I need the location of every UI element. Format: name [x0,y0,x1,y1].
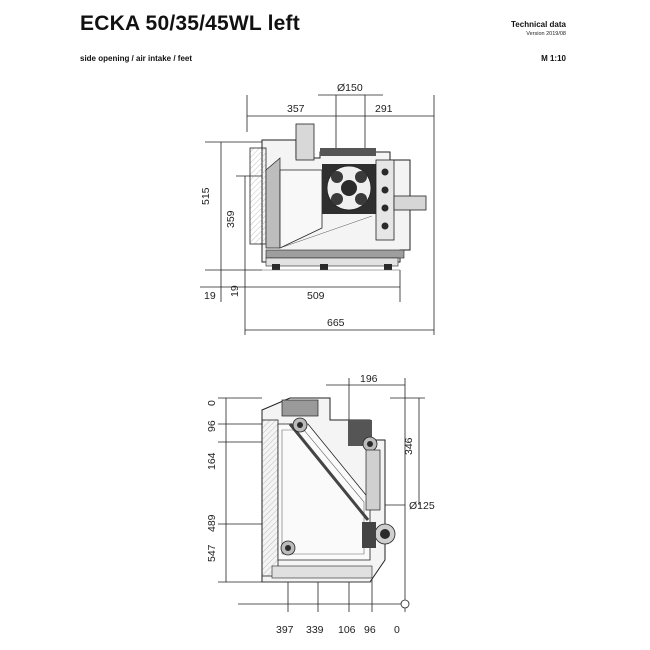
dim-397: 397 [276,624,294,636]
air-intake-center [341,180,357,196]
dim-196: 196 [360,373,378,385]
glass-panel [288,423,370,521]
dim-515: 515 [200,187,212,205]
side-wall [249,147,267,245]
top-base-plate [271,565,373,579]
control-knob [381,168,389,176]
air-intake-port [355,171,367,183]
top-air-port-center [297,422,303,428]
dim-357: 357 [287,103,305,115]
foot [384,264,392,270]
top-air-intake-center [380,529,390,539]
air-intake-port [331,193,343,205]
dim-339: 339 [306,624,324,636]
dim-96-bottom: 96 [364,624,376,636]
dim-106: 106 [338,624,356,636]
control-knob [381,186,389,194]
page-title: ECKA 50/35/45WL left [80,12,300,35]
top-foot-center [285,545,291,551]
side-view: 357 291 Ø150 515 359 19 19 509 665 [200,82,435,335]
dim-346: 346 [403,437,415,455]
base-frame [265,249,405,259]
air-intake-port [355,193,367,205]
control-knob [381,222,389,230]
origin-marker [400,599,410,609]
glass-frame [265,157,281,249]
dim-291: 291 [375,103,393,115]
top-intake-housing [362,522,376,548]
dim-359: 359 [225,210,237,228]
version-label: Version 2019/08 [526,31,566,37]
page-subtitle: side opening / air intake / feet [80,54,193,63]
technical-data-label: Technical data [511,20,566,29]
foot [272,264,280,270]
dim-diameter-150: Ø150 [337,82,363,94]
foot [320,264,328,270]
feet-rail [265,257,399,267]
scale-label: M 1:10 [541,54,566,63]
top-flue-collar [281,399,319,417]
control-knob [381,204,389,212]
firebox [279,169,323,249]
top-side-wall [261,419,279,577]
baffle-line [279,215,373,249]
flue-collar [295,123,315,161]
dim-164-left: 164 [206,452,218,470]
dim-diameter-125: Ø125 [409,500,435,512]
dim-547-left: 547 [206,544,218,562]
top-air-port-center [367,441,373,447]
dim-0-left: 0 [206,400,218,406]
dim-19-left: 19 [204,290,216,302]
dim-489-left: 489 [206,514,218,532]
air-duct [393,195,427,211]
flue-top [320,148,376,156]
dim-0-bottom: 0 [394,624,400,636]
top-side-duct [365,449,381,511]
dim-19-vertical: 19 [229,285,241,297]
top-view: 196 346 Ø125 0 96 164 489 547 [206,373,435,636]
dim-96-left: 96 [206,420,218,432]
air-intake-port [331,171,343,183]
dim-509: 509 [307,290,325,302]
dim-665: 665 [327,317,345,329]
